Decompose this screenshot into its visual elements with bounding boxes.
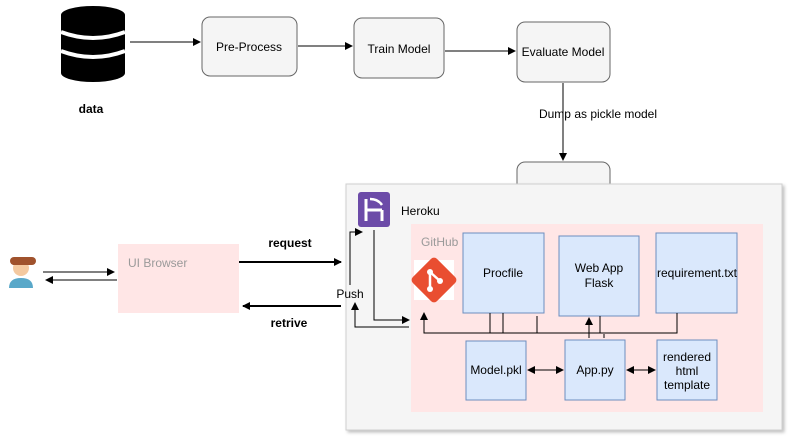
model-pkl-label: Model.pkl bbox=[470, 363, 521, 377]
app-py-label: App.py bbox=[576, 363, 613, 377]
requirement-label: requirement.txt bbox=[657, 266, 738, 280]
retrive-label: retrive bbox=[271, 316, 308, 330]
dump-pickle-label: Dump as pickle model bbox=[539, 107, 657, 121]
rendered-label-line1: rendered bbox=[663, 350, 711, 364]
app-py-node bbox=[564, 339, 626, 401]
train-model-node bbox=[353, 17, 445, 79]
model-pkl-node bbox=[465, 340, 527, 401]
arrow-push-down bbox=[351, 302, 409, 328]
request-label: request bbox=[268, 236, 311, 250]
ui-browser-label: UI Browser bbox=[128, 256, 187, 270]
heroku-label: Heroku bbox=[401, 204, 440, 218]
evaluate-model-node bbox=[516, 21, 611, 83]
connector-requirement bbox=[424, 313, 678, 334]
preprocess-node bbox=[201, 16, 298, 77]
data-label: data bbox=[79, 102, 104, 116]
user-avatar-icon bbox=[9, 257, 36, 288]
rendered-template-node bbox=[656, 339, 718, 401]
webapp-label-line2: Flask bbox=[585, 276, 615, 290]
preprocess-label: Pre-Process bbox=[216, 40, 282, 54]
procfile-node bbox=[462, 232, 545, 314]
evaluate-model-label: Evaluate Model bbox=[522, 45, 605, 59]
procfile-label: Procfile bbox=[483, 266, 523, 280]
github-label: GitHub bbox=[421, 235, 459, 249]
arrow-push-up bbox=[349, 228, 363, 285]
heroku-logo-icon bbox=[358, 192, 390, 227]
git-logo-icon bbox=[411, 257, 457, 303]
webapp-label-line1: Web App bbox=[575, 261, 624, 275]
push-label: Push bbox=[336, 287, 363, 301]
rendered-label-line3: template bbox=[664, 378, 710, 392]
database-icon bbox=[57, 3, 129, 82]
webapp-flask-node bbox=[558, 235, 640, 317]
ui-browser-node bbox=[118, 244, 239, 313]
arrow-heroku-to-github bbox=[373, 230, 410, 324]
train-model-label: Train Model bbox=[368, 42, 431, 56]
rendered-label-line2: html bbox=[676, 364, 699, 378]
requirement-node bbox=[655, 232, 738, 314]
